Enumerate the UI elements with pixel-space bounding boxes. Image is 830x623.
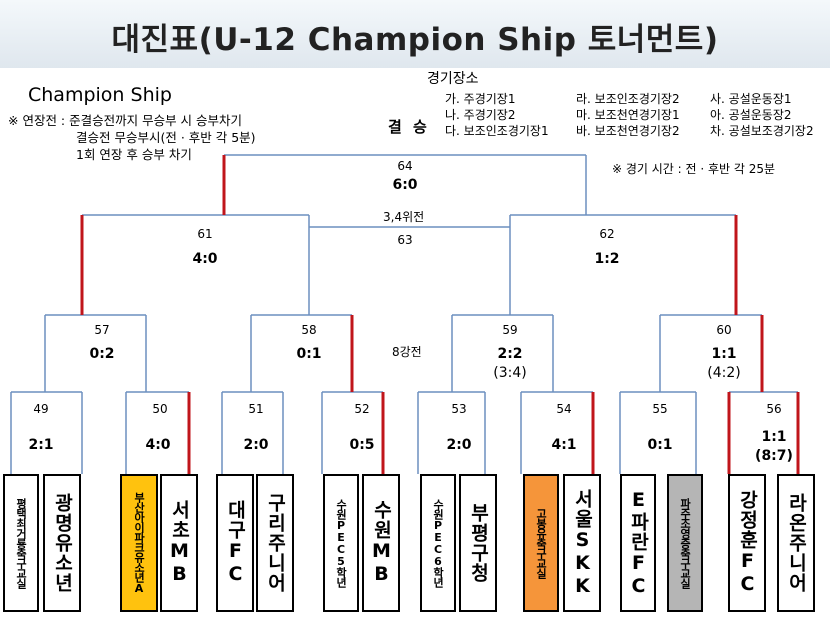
match-57-number: 57: [94, 323, 110, 337]
team-name: 강정훈FC: [736, 490, 759, 596]
quarterfinal-label: 8강전: [392, 345, 422, 359]
team-box: 구리주니어: [256, 474, 294, 612]
team-name: 라온주니어: [785, 493, 808, 593]
team-box: E파란FC: [620, 474, 656, 612]
team-name: 부산아이파크유소년A: [132, 492, 146, 594]
team-name: 대구FC: [224, 500, 247, 586]
match-59-pk: (3:4): [493, 365, 527, 381]
match-50-score: 4:0: [145, 437, 171, 453]
venue-header: 경기장소: [427, 71, 479, 87]
match-53-score: 2:0: [446, 437, 472, 453]
match-60-pk: (4:2): [707, 365, 741, 381]
team-box: 광명유소년: [43, 474, 81, 612]
match-54-number: 54: [556, 402, 572, 416]
match-59-result: 2:2: [497, 346, 523, 362]
match-50-number: 50: [152, 402, 168, 416]
team-name: 서초MB: [168, 500, 191, 586]
match-59-score: 2:2 (3:4): [470, 345, 550, 383]
match-52-score: 0:5: [349, 437, 375, 453]
match-60-result: 1:1: [711, 346, 737, 362]
team-name: 수원MB: [370, 500, 393, 586]
team-box: 수원PEC5학년: [323, 474, 359, 612]
subtitle: Champion Ship: [28, 84, 172, 106]
venue-item: 차. 공설보조경기장2: [710, 124, 814, 138]
venue-item: 아. 공설운동장2: [710, 108, 792, 122]
venue-item: 가. 주경기장1: [445, 92, 516, 106]
team-name: 수원PEC5학년: [334, 499, 348, 587]
match-49-score: 2:1: [28, 437, 54, 453]
final-label: 결 승: [388, 118, 430, 136]
team-box: 수원PEC6학년: [420, 474, 456, 612]
team-box: 서초MB: [160, 474, 198, 612]
match-62-number: 62: [599, 227, 615, 241]
team-box: 부산아이파크유소년A: [120, 474, 158, 612]
match-62-score: 1:2: [594, 251, 620, 267]
venue-col2: 라. 보조인조경기장2 마. 보조천연경기장1 바. 보조천연경기장2: [576, 91, 680, 139]
team-name: 평택최거룡축구교실: [14, 498, 28, 588]
match-57-score: 0:2: [89, 346, 115, 362]
match-55-score: 0:1: [647, 437, 673, 453]
page-title: 대진표(U-12 Champion Ship 토너먼트): [111, 22, 719, 58]
match-51-score: 2:0: [243, 437, 269, 453]
match-61-number: 61: [197, 227, 213, 241]
match-58-number: 58: [301, 323, 317, 337]
team-name: 고봉유축구교실: [534, 508, 548, 578]
team-box: 파주조영증축구교실: [667, 474, 703, 612]
match-60-number: 60: [716, 323, 732, 337]
team-name: 구리주니어: [264, 493, 287, 593]
match-59-number: 59: [502, 323, 518, 337]
match-54-score: 4:1: [551, 437, 577, 453]
title-banner: [0, 0, 830, 68]
match-56-pk: (8:7): [755, 448, 793, 464]
team-name: E파란FC: [627, 488, 650, 598]
team-name: 서울SKK: [571, 488, 594, 598]
venue-item: 나. 주경기장2: [445, 108, 516, 122]
venue-item: 사. 공설운동장1: [710, 92, 792, 106]
team-name: 파주조영증축구교실: [678, 498, 692, 588]
team-box: 고봉유축구교실: [523, 474, 559, 612]
team-name: 수원PEC6학년: [431, 499, 445, 587]
team-box: 수원MB: [362, 474, 400, 612]
venue-col3: 사. 공설운동장1 아. 공설운동장2 차. 공설보조경기장2: [710, 91, 814, 139]
venue-item: 라. 보조인조경기장2: [576, 92, 680, 106]
match-time-note: ※ 경기 시간 : 전 · 후반 각 25분: [612, 162, 776, 176]
overtime-note-2: 결승전 무승부시(전 · 후반 각 5분): [76, 130, 256, 145]
overtime-note-3: 1회 연장 후 승부 차기: [76, 147, 192, 162]
overtime-note-1: ※ 연장전 : 준결승전까지 무승부 시 승부차기: [8, 113, 243, 128]
team-box: 대구FC: [216, 474, 254, 612]
team-name: 부평구청: [467, 503, 490, 583]
match-61-score: 4:0: [192, 251, 218, 267]
venue-item: 바. 보조천연경기장2: [576, 124, 680, 138]
venue-col1: 가. 주경기장1 나. 주경기장2 다. 보조인조경기장1: [445, 91, 549, 139]
team-box: 라온주니어: [777, 474, 815, 612]
team-name: 광명유소년: [51, 493, 74, 593]
match-51-number: 51: [248, 402, 264, 416]
match-55-number: 55: [652, 402, 668, 416]
match-56-score: 1:1 (8:7): [734, 428, 814, 466]
match-64-number: 64: [397, 159, 413, 173]
venue-item: 마. 보조천연경기장1: [576, 108, 680, 122]
venue-item: 다. 보조인조경기장1: [445, 124, 549, 138]
match-52-number: 52: [354, 402, 370, 416]
match-63-number: 63: [397, 233, 413, 247]
team-box: 평택최거룡축구교실: [3, 474, 39, 612]
match-53-number: 53: [451, 402, 467, 416]
third-place-label: 3,4위전: [383, 210, 425, 224]
match-64-score: 6:0: [392, 177, 418, 193]
match-56-number: 56: [766, 402, 782, 416]
team-box: 강정훈FC: [728, 474, 766, 612]
match-49-number: 49: [33, 402, 49, 416]
match-60-score: 1:1 (4:2): [684, 345, 764, 383]
team-box: 부평구청: [459, 474, 497, 612]
match-56-result: 1:1: [761, 429, 787, 445]
match-58-score: 0:1: [296, 346, 322, 362]
team-box: 서울SKK: [563, 474, 601, 612]
